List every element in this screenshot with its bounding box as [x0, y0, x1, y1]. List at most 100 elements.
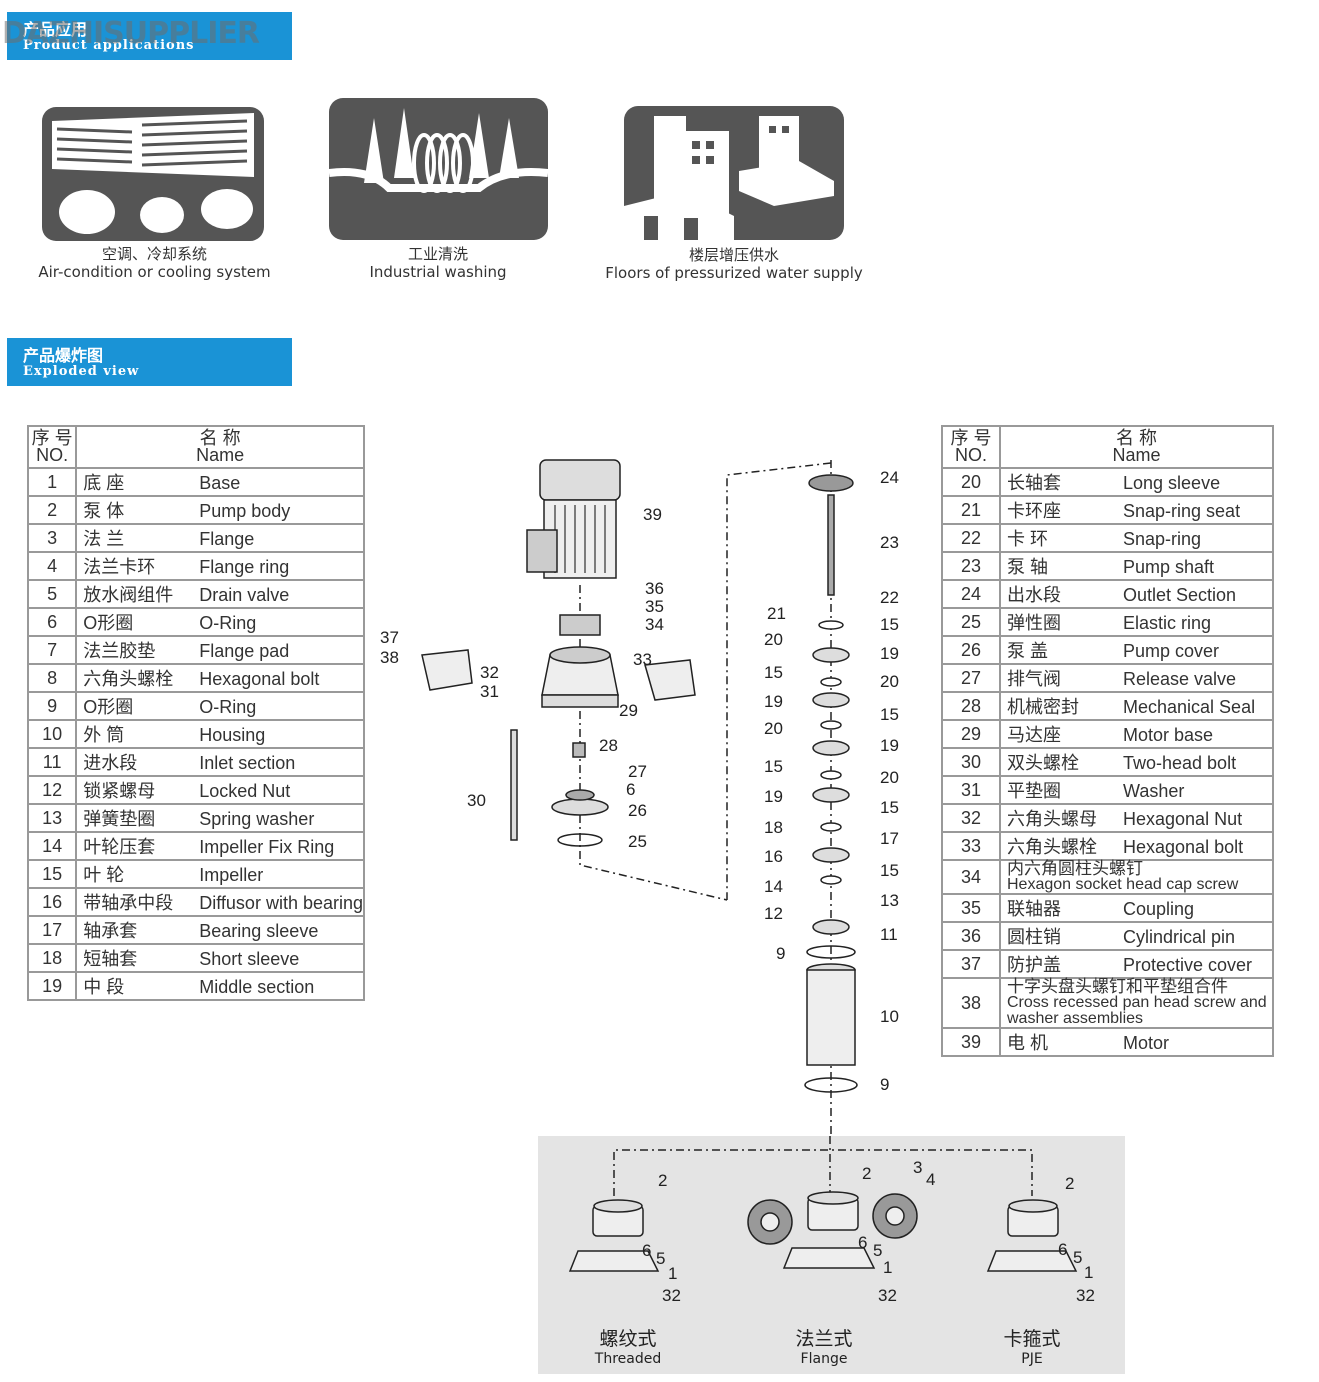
part-name-zh: 卡环座 [1007, 501, 1061, 521]
callout-16: 16 [764, 847, 783, 866]
part-name-zh: 带轴承中段 [83, 893, 174, 913]
part-name: 马达座 Motor base [999, 719, 1274, 749]
part-name-en: Snap-ring [1123, 529, 1202, 549]
callout-19: 19 [880, 736, 899, 755]
part-name-en: Hexagonal Nut [1123, 809, 1243, 829]
callout-33: 33 [633, 650, 652, 669]
part-name-en: Flange ring [199, 557, 290, 577]
callout-32: 32 [662, 1286, 681, 1305]
application-zh: 工业清洗 [407, 245, 468, 263]
part-name-zh: 中 段 [83, 977, 125, 997]
part-name-zh: 出水段 [1007, 585, 1061, 605]
callout-3: 3 [913, 1158, 923, 1177]
part-name: 中 段 Middle section [75, 971, 365, 1001]
part-no: 14 [26, 831, 78, 861]
part-name-zh: 底 座 [83, 473, 125, 493]
part-name-en: Impeller Fix Ring [199, 837, 335, 857]
part-name-zh: 联轴器 [1007, 899, 1061, 919]
callout-32: 32 [480, 663, 499, 682]
part-name-en: O-Ring [199, 613, 257, 633]
callout-1: 1 [668, 1264, 678, 1283]
part-name-en: Middle section [199, 977, 315, 997]
part-name-en: Hexagon socket head cap screw [1007, 876, 1239, 893]
part-no: 4 [26, 551, 78, 581]
callout-19: 19 [764, 787, 783, 806]
part-no: 25 [941, 607, 1001, 637]
exploded-drawing [421, 459, 858, 1135]
callout-32: 32 [1076, 1286, 1095, 1305]
base-style-zh: 螺纹式 [599, 1328, 657, 1350]
part-name-zh: 放水阀组件 [83, 585, 174, 605]
part-name-en: Short sleeve [199, 949, 300, 969]
callout-26: 26 [628, 801, 647, 820]
part-name-zh: 六角头螺栓 [1007, 837, 1097, 857]
application-en: Industrial washing [369, 263, 507, 281]
callout-15: 15 [880, 705, 899, 724]
callout-6: 6 [642, 1241, 652, 1260]
part-name-en: Protective cover [1123, 955, 1253, 975]
part-no: 2 [26, 495, 78, 525]
part-name-en: Cross recessed pan head screw and washer… [1007, 994, 1267, 1027]
part-name-en: O-Ring [199, 697, 257, 717]
part-name-en: Motor base [1123, 725, 1214, 745]
part-no: 11 [26, 747, 78, 777]
part-name-zh: 马达座 [1007, 725, 1061, 745]
part-name-zh: 卡 环 [1007, 529, 1049, 549]
part-no: 22 [941, 523, 1001, 553]
part-no: 5 [26, 579, 78, 609]
base-style-en: PJE [1021, 1351, 1043, 1367]
part-no: 23 [941, 551, 1001, 581]
section-title-en: Product applications [23, 38, 195, 53]
application-caption-1: 空调、冷却系统 Air-condition or cooling system [12, 245, 297, 281]
part-no: 21 [941, 495, 1001, 525]
callout-20: 20 [880, 672, 899, 691]
application-caption-3: 楼层增压供水 Floors of pressurized water suppl… [575, 246, 893, 282]
callout-1: 1 [1084, 1263, 1094, 1282]
callout-22: 22 [880, 588, 899, 607]
header-no-en: NO. [954, 445, 987, 465]
callout-15: 15 [880, 615, 899, 634]
callout-32: 32 [878, 1286, 897, 1305]
part-name-zh: 平垫圈 [1007, 781, 1061, 801]
washing-icon [329, 98, 548, 240]
part-no: 32 [941, 803, 1001, 833]
callout-4: 4 [926, 1170, 936, 1189]
callout-20: 20 [880, 768, 899, 787]
callout-15: 15 [880, 798, 899, 817]
application-caption-2: 工业清洗 Industrial washing [318, 245, 558, 281]
part-name-zh: 法兰胶垫 [83, 641, 156, 661]
building-icon [624, 106, 844, 240]
part-no: 19 [26, 971, 78, 1001]
part-no: 36 [941, 921, 1001, 951]
callout-31: 31 [480, 682, 499, 701]
